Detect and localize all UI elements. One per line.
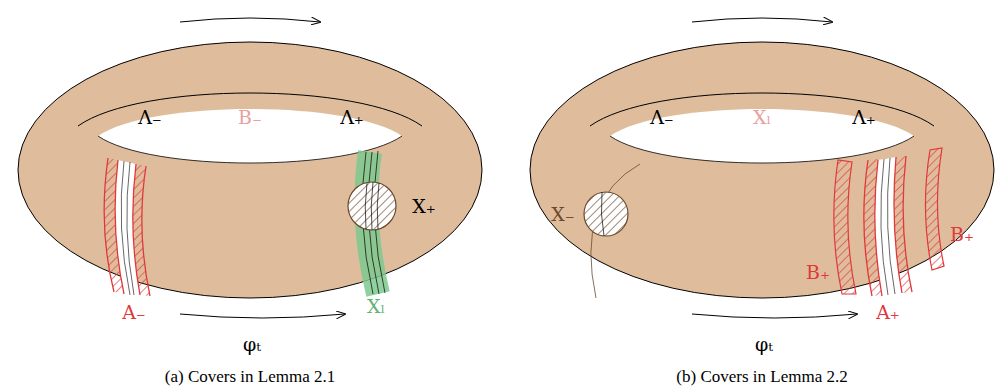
flow-label: φₜ <box>243 335 261 354</box>
set-label: B₊ <box>806 263 830 282</box>
flow-label: φₜ <box>755 335 773 354</box>
set-label: B₊ <box>950 225 974 244</box>
region-label: B₋ <box>238 108 262 127</box>
set-label: Xₗ <box>367 297 385 316</box>
lambda: Λ₊ <box>340 108 364 127</box>
caption: (b) Covers in Lemma 2.2 <box>676 368 847 385</box>
lambda: Λ₊ <box>852 108 876 127</box>
caption: (a) Covers in Lemma 2.1 <box>165 368 335 385</box>
region-label: Xₗ <box>753 108 771 127</box>
set-label: X₋ <box>551 205 575 224</box>
set-label: X₊ <box>412 197 436 216</box>
lambda: Λ₋ <box>138 108 162 127</box>
set-label: A₊ <box>876 303 900 322</box>
lambda: Λ₋ <box>650 108 674 127</box>
set-label: A₋ <box>122 303 146 322</box>
